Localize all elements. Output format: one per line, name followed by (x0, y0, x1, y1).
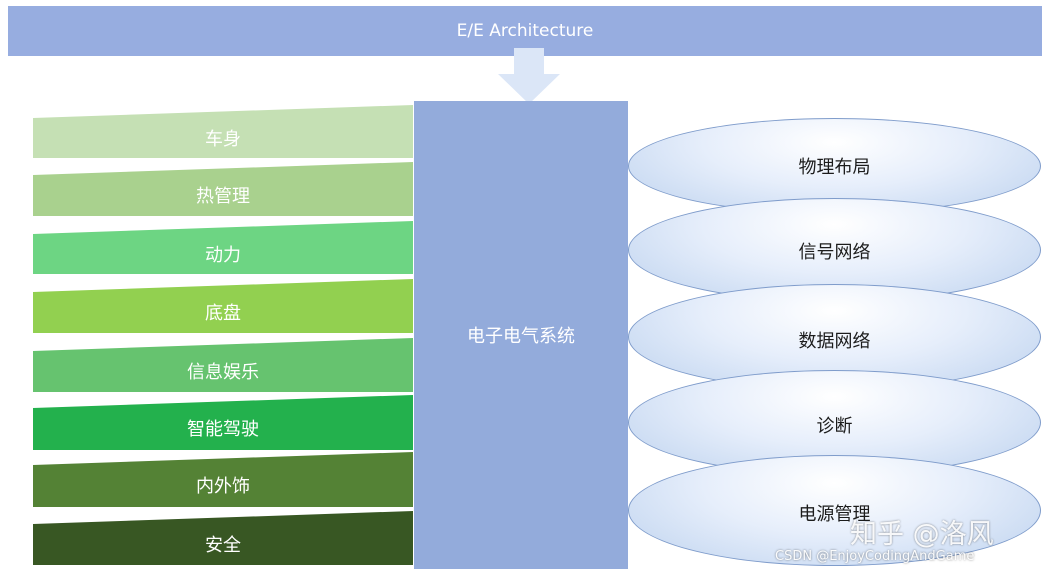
core-system-block: 电子电气系统 (414, 101, 628, 569)
layer-ellipse (628, 455, 1041, 566)
domain-label: 信息娱乐 (187, 362, 259, 383)
domain-label: 智能驾驶 (187, 419, 259, 440)
layer-label: 诊断 (816, 416, 853, 437)
domain-label: 车身 (205, 129, 241, 150)
domain-label: 安全 (205, 535, 241, 556)
zhihu-watermark: 知乎 @洛风 (850, 519, 994, 550)
domain-label: 底盘 (205, 303, 241, 324)
layer-label: 物理布局 (798, 157, 871, 178)
domain-label: 动力 (205, 245, 241, 266)
layer-label: 电源管理 (798, 504, 871, 525)
architecture-banner: E/E Architecture (8, 6, 1042, 56)
layer-label: 信号网络 (798, 242, 871, 263)
banner-title: E/E Architecture (456, 21, 594, 41)
domain-label: 热管理 (196, 186, 250, 207)
down-arrow-icon (498, 48, 560, 104)
csdn-credit: CSDN @EnjoyCodingAndGame (775, 549, 975, 564)
domain-label: 内外饰 (196, 476, 250, 497)
layer-label: 数据网络 (798, 331, 871, 352)
core-system-label: 电子电气系统 (467, 326, 575, 347)
